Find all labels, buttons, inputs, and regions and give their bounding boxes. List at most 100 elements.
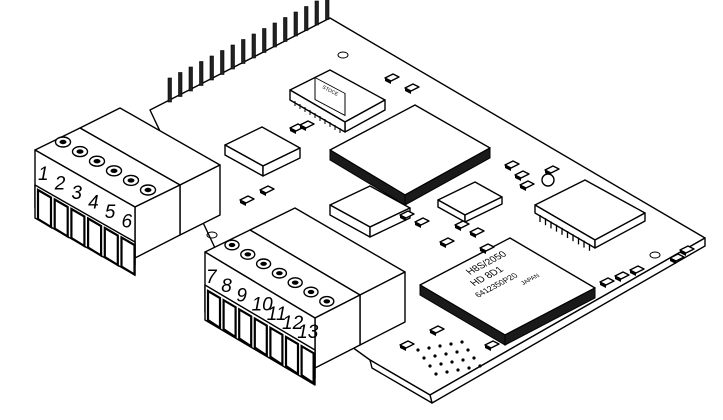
screw-slot <box>93 159 101 164</box>
header-pin <box>178 72 183 97</box>
small-qfp-chip: STOCE <box>289 69 386 133</box>
smd-part-side <box>400 345 406 351</box>
terminal-slot <box>300 344 315 386</box>
via-dot <box>444 352 448 356</box>
header-pin <box>209 55 214 81</box>
via-dot <box>466 348 470 352</box>
smd-part-side <box>600 282 606 288</box>
via-dot <box>472 356 476 360</box>
right-qfp-chip <box>534 179 646 251</box>
header-pin <box>167 77 172 103</box>
via-dot <box>416 348 420 352</box>
screw-slot <box>228 242 236 248</box>
screw-slot <box>144 187 152 193</box>
screw-slot <box>307 289 315 295</box>
pin-label: 10 <box>252 295 274 316</box>
smd-part-side <box>400 215 406 221</box>
pin-label: 13 <box>297 322 319 343</box>
pin-label: 3 <box>71 183 82 204</box>
via-dot <box>449 342 453 346</box>
terminal-slot <box>222 298 237 340</box>
smd-components <box>239 73 695 351</box>
smd-part-side <box>470 232 476 238</box>
terminal-slot <box>238 307 253 349</box>
via-dots <box>416 340 482 376</box>
pin-label: 7 <box>206 267 218 288</box>
terminal-slot <box>86 216 103 258</box>
header-pin <box>199 61 204 86</box>
screw-slot <box>110 168 118 173</box>
terminal-slot <box>269 325 284 367</box>
header-pin <box>262 28 267 53</box>
pin-header <box>167 0 330 103</box>
screw-slot <box>59 139 67 145</box>
screw-slot <box>323 299 331 304</box>
smd-part-side <box>385 78 391 84</box>
screw-slot <box>291 280 299 285</box>
smd-part-side <box>480 248 486 254</box>
smd-part-side <box>505 165 511 171</box>
terminal-slot <box>36 188 53 229</box>
crystal-oscillator <box>437 181 503 223</box>
terminal-slot <box>120 235 136 277</box>
via-dot <box>445 370 449 374</box>
smd-part-side <box>485 345 491 351</box>
header-pin <box>283 17 288 42</box>
via-dot <box>455 350 459 354</box>
smd-part-side <box>290 128 296 134</box>
via-dot <box>433 354 437 358</box>
smd-part-side <box>300 125 306 131</box>
via-dot <box>438 344 442 348</box>
screw-slot <box>127 178 135 183</box>
pin-label: 8 <box>221 276 232 297</box>
smd-part-side <box>440 242 446 248</box>
screw-slot <box>76 149 84 154</box>
smd-part-side <box>515 175 521 181</box>
smd-part-side <box>670 258 676 264</box>
smd-part-side <box>455 225 461 231</box>
header-pin <box>272 22 277 48</box>
pin-label: 9 <box>236 285 247 306</box>
mid-chip-left <box>224 126 301 177</box>
terminal-slot <box>53 197 69 239</box>
mounting-hole <box>206 231 218 239</box>
large-qfp-chip <box>329 104 491 206</box>
smd-part-side <box>260 190 266 196</box>
via-dot <box>450 360 454 364</box>
smd-part-side <box>240 200 246 206</box>
terminal-slot <box>103 226 119 267</box>
main-cpu-chip: H8S/2050 HD 8D1 6412350P20 JAPAN <box>419 237 596 346</box>
header-pin <box>304 6 309 31</box>
terminal-slot <box>206 289 222 331</box>
screw-slot <box>244 252 252 257</box>
mounting-hole <box>649 251 661 259</box>
screw-slot <box>276 271 283 276</box>
capacitor <box>541 173 555 187</box>
pin-label: 5 <box>105 202 116 223</box>
via-dot <box>461 358 465 362</box>
smd-part-side <box>615 276 621 282</box>
via-dot <box>456 368 460 372</box>
via-dot <box>439 362 443 366</box>
via-dot <box>428 364 432 368</box>
smd-part-side <box>520 185 526 191</box>
via-dot <box>427 346 431 350</box>
smd-part-side <box>630 270 636 276</box>
header-pin <box>220 50 225 75</box>
smd-part-side <box>415 222 421 228</box>
terminal-slot <box>70 207 86 248</box>
via-dot <box>467 366 471 370</box>
header-pin <box>230 44 235 70</box>
smd-part-side <box>405 88 411 94</box>
via-dot <box>478 364 482 368</box>
header-pin <box>325 0 330 20</box>
header-pin <box>241 39 246 64</box>
smd-part-side <box>680 250 686 256</box>
pin-label: 1 <box>38 164 49 185</box>
header-pin <box>293 11 298 37</box>
via-dot <box>434 372 438 376</box>
